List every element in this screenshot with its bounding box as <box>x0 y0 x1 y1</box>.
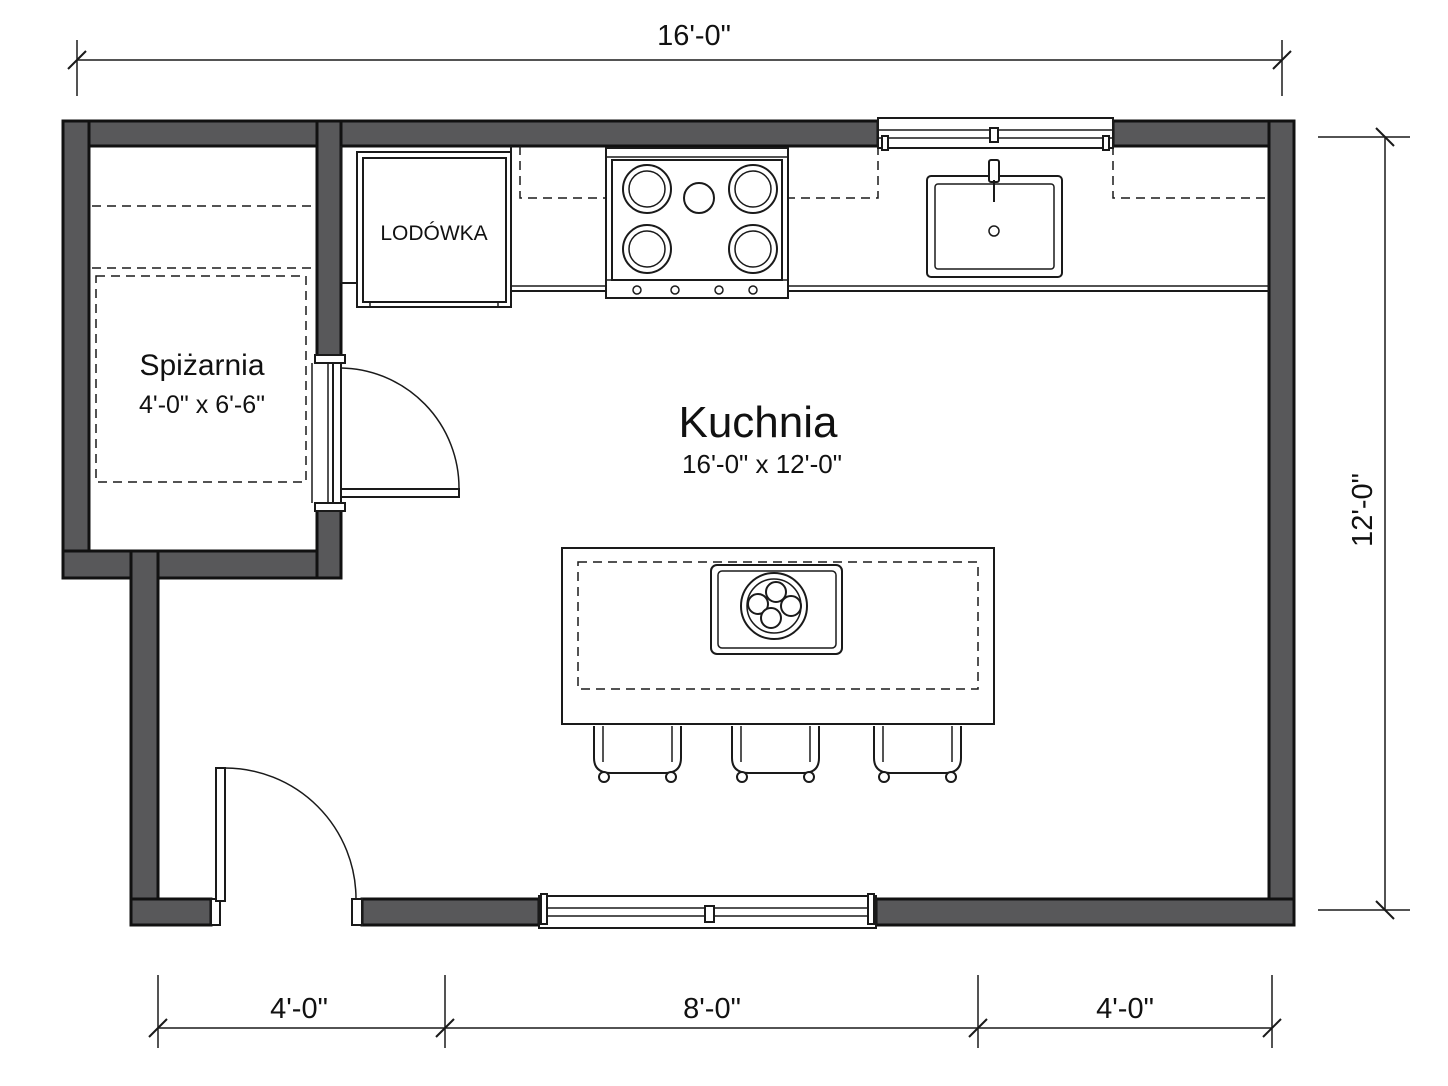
window-top <box>877 117 1114 151</box>
stool <box>873 726 962 783</box>
dimension-bottom-left-label: 4'-0" <box>270 993 328 1025</box>
dimension-bottom: 4'-0" 8'-0" 4'-0" <box>148 975 1282 1048</box>
dimension-top-label: 16'-0" <box>657 20 731 52</box>
dimension-top: 16'-0" <box>67 20 1292 96</box>
dimension-bottom-middle-label: 8'-0" <box>683 993 741 1025</box>
kitchen-size: 16'-0" x 12'-0" <box>682 449 842 479</box>
stove <box>605 147 789 299</box>
kitchen-name: Kuchnia <box>678 398 838 447</box>
dimension-right-label: 12'-0" <box>1347 473 1379 547</box>
fridge: LODÓWKA <box>356 151 512 308</box>
pantry-size: 4'-0" x 6'-6" <box>139 391 265 419</box>
entry-door <box>210 767 363 926</box>
dimension-bottom-right-label: 4'-0" <box>1096 993 1154 1025</box>
stool <box>731 726 820 783</box>
pantry-shelves <box>92 205 316 483</box>
walls <box>61 119 1296 927</box>
window-bottom <box>538 893 877 929</box>
pantry-name: Spiżarnia <box>139 349 264 382</box>
sink <box>926 159 1063 278</box>
dimension-right: 12'-0" <box>1318 127 1410 920</box>
fridge-label: LODÓWKA <box>380 222 487 245</box>
fruit-bowl <box>740 572 808 640</box>
stool <box>593 726 682 783</box>
pantry-door <box>311 354 460 512</box>
